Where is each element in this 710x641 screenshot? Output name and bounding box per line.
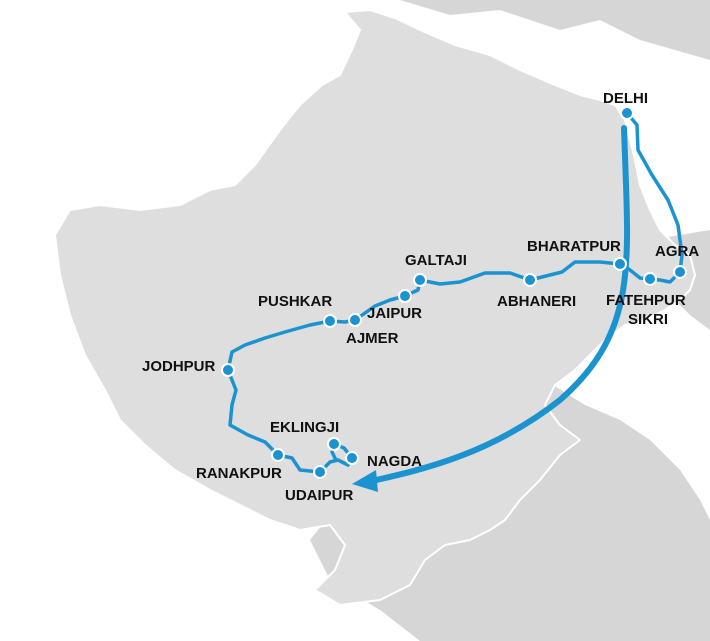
stop-agra[interactable] [673,265,687,279]
return-arrowhead [352,470,378,492]
label-bharatpur: BHARATPUR [527,238,621,255]
label-jodhpur: JODHPUR [142,358,216,375]
stop-fatehpur-sikri[interactable] [643,272,657,286]
stop-ranakpur[interactable] [271,448,285,462]
labels: DELHI AGRA FATEHPUR SIKRI BHARATPUR ABHA… [142,90,699,504]
label-delhi: DELHI [603,90,648,107]
label-jaipur: JAIPUR [367,305,422,322]
stop-ajmer[interactable] [348,313,362,327]
label-udaipur: UDAIPUR [285,487,354,504]
stop-nagda[interactable] [345,451,359,465]
neighbor-region-north [355,0,710,60]
stop-udaipur[interactable] [313,465,327,479]
label-ajmer: AJMER [346,330,399,347]
label-sikri: SIKRI [628,311,668,328]
stop-abhaneri[interactable] [523,273,537,287]
label-fatehpur: FATEHPUR [606,292,686,309]
stop-jaipur[interactable] [398,289,412,303]
route-jodhpur-udaipur [226,368,322,474]
route-ajmer-jodhpur [226,318,357,372]
label-agra: AGRA [655,243,699,260]
label-eklingji: EKLINGJI [270,419,339,436]
label-galtaji: GALTAJI [405,252,467,269]
stop-eklingji[interactable] [327,437,341,451]
stops [221,106,687,479]
stop-galtaji[interactable] [413,273,427,287]
return-arrow-path [369,125,631,484]
stop-delhi[interactable] [620,106,634,120]
label-pushkar: PUSHKAR [258,293,332,310]
label-abhaneri: ABHANERI [497,293,576,310]
stop-pushkar[interactable] [323,314,337,328]
route-bharatpur-galtaji [353,260,622,322]
label-ranakpur: RANAKPUR [196,465,282,482]
label-nagda: NAGDA [367,453,422,470]
route-delhi-agra [625,111,684,274]
stop-jodhpur[interactable] [221,363,235,377]
stop-bharatpur[interactable] [613,257,627,271]
